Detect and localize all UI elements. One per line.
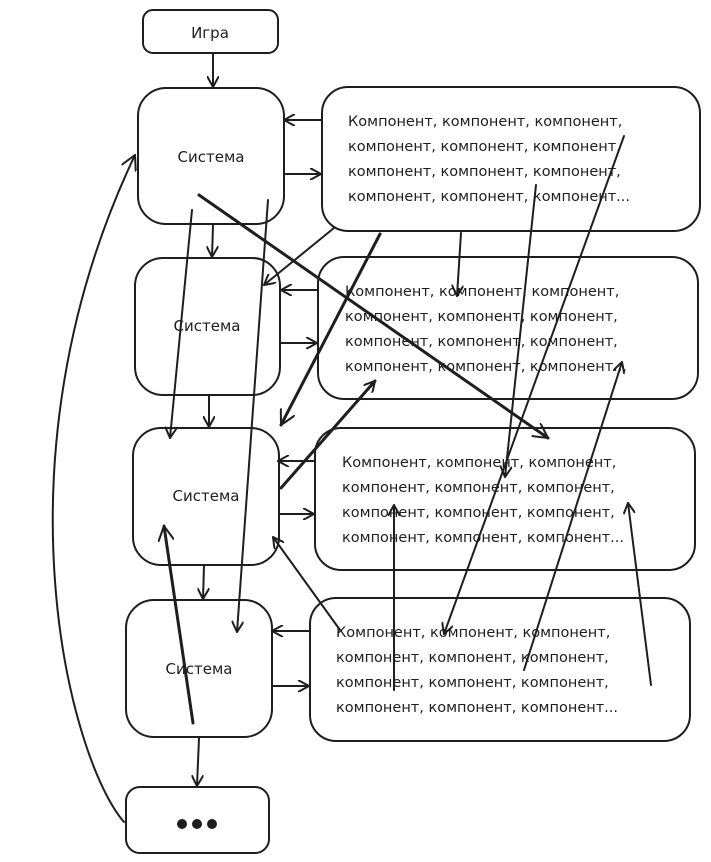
arrow-components-1-to-components-4[interactable] — [444, 135, 625, 635]
component-line: компонент, компонент, компонент, — [336, 650, 609, 666]
ellipsis-dot — [207, 819, 217, 829]
system-label-2: Система — [174, 317, 241, 335]
arrow-components-1-to-system-3[interactable] — [279, 232, 382, 427]
arrow-system-4-to-system-3[interactable] — [164, 524, 195, 725]
arrow-system-1-to-system-2[interactable] — [212, 224, 213, 258]
game-node[interactable]: Игра — [142, 9, 279, 54]
arrow-loop-ellipsis-to-system-1[interactable] — [51, 154, 135, 823]
ellipsis-dot — [192, 819, 202, 829]
component-line: компонент, компонент, компонент, — [336, 675, 609, 691]
game-label: Игра — [191, 24, 229, 42]
arrow-components-4-to-components-2[interactable] — [523, 361, 622, 671]
component-line: компонент, компонент, компонент, — [345, 309, 618, 325]
component-group-4[interactable]: Компонент, компонент, компонент, компоне… — [309, 597, 691, 742]
component-line: компонент, компонент, компонент... — [336, 700, 618, 716]
component-line: компонент, компонент, компонент... — [348, 189, 630, 205]
ellipsis-node[interactable] — [125, 786, 270, 854]
arrow-system-1-to-system-3[interactable] — [170, 209, 193, 439]
component-line: Компонент, компонент, компонент, — [342, 455, 616, 471]
component-group-1[interactable]: Компонент, компонент, компонент, компоне… — [321, 86, 701, 232]
arrow-components-4-to-components-3-b[interactable] — [628, 502, 652, 686]
component-line: компонент, компонент, компонент, — [348, 139, 621, 155]
system-label-1: Система — [178, 148, 245, 166]
system-label-4: Система — [166, 660, 233, 678]
component-line: Компонент, компонент, компонент, — [348, 114, 622, 130]
arrow-components-4-to-system-3[interactable] — [272, 536, 341, 631]
arrow-system-3-to-components-2[interactable] — [279, 379, 377, 490]
component-line: компонент, компонент, компонент, — [342, 480, 615, 496]
component-group-3[interactable]: Компонент, компонент, компонент, компоне… — [314, 427, 696, 571]
component-line: Компонент, компонент, компонент, — [345, 284, 619, 300]
arrow-components-1-to-components-3[interactable] — [505, 184, 537, 478]
system-node-2[interactable]: Система — [134, 257, 281, 396]
arrow-system-1-to-system-4[interactable] — [237, 199, 269, 633]
system-node-1[interactable]: Система — [137, 87, 285, 225]
ellipsis-dot — [177, 819, 187, 829]
system-node-3[interactable]: Система — [132, 427, 280, 566]
component-line: компонент, компонент, компонент, — [342, 505, 615, 521]
component-line: компонент, компонент, компонент, — [348, 164, 621, 180]
system-node-4[interactable]: Система — [125, 599, 273, 738]
arrow-system-4-to-ellipsis[interactable] — [197, 737, 199, 787]
arrow-system-1-to-components-3[interactable] — [197, 193, 550, 440]
system-label-3: Система — [173, 487, 240, 505]
component-line: компонент, компонент, компонент... — [342, 530, 624, 546]
component-line: компонент, компонент, компонент... — [345, 359, 627, 375]
component-group-2[interactable]: Компонент, компонент, компонент, компоне… — [317, 256, 699, 400]
component-line: Компонент, компонент, компонент, — [336, 625, 610, 641]
arrow-system-3-to-system-4[interactable] — [203, 565, 204, 600]
arrow-components-1-to-components-2[interactable] — [457, 232, 461, 297]
arrow-components-1-to-system-2[interactable] — [263, 227, 335, 286]
component-line: компонент, компонент, компонент, — [345, 334, 618, 350]
